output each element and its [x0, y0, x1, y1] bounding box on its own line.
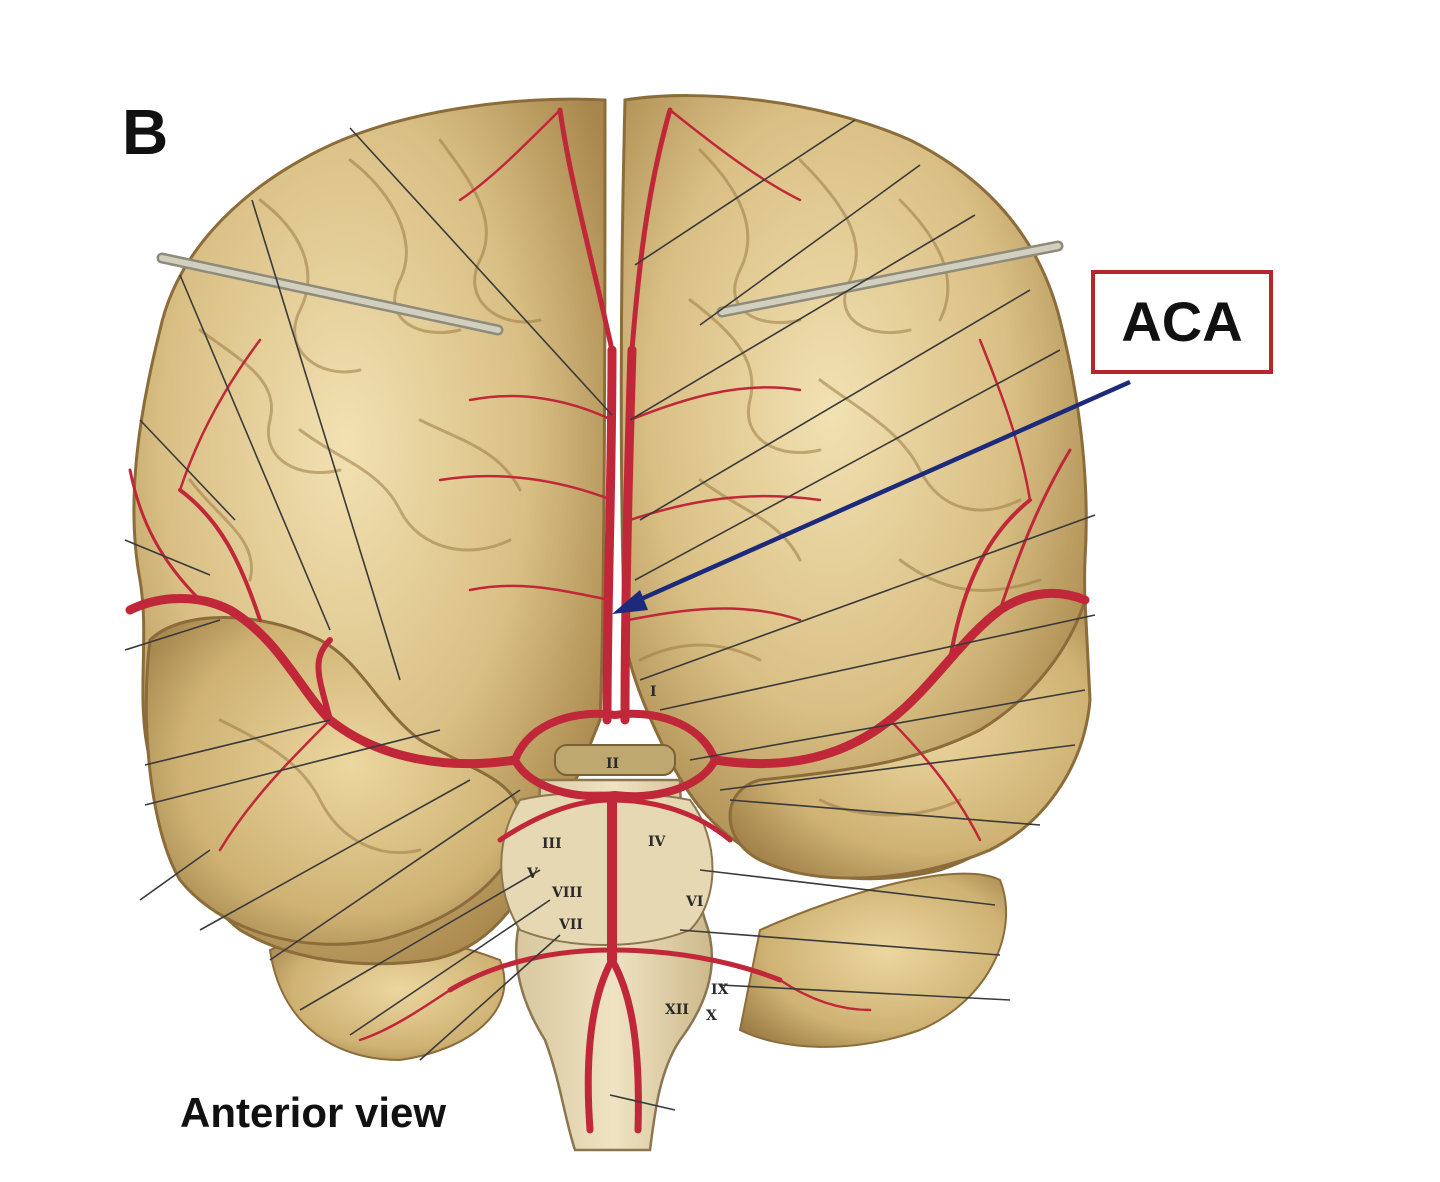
optic-chiasm — [554, 744, 676, 776]
sulci — [188, 138, 1042, 855]
nerve-label-vii: VII — [558, 917, 583, 933]
pointer-rods — [156, 240, 1064, 336]
nerve-label-viii: VIII — [551, 885, 583, 901]
leader-lines — [124, 119, 1096, 1111]
nerve-label-vi: VI — [685, 894, 703, 910]
nerve-label-ix: IX — [711, 982, 729, 998]
panel-letter: B — [122, 96, 169, 168]
nerve-label-iv: IV — [648, 834, 667, 850]
callout-arrow — [612, 379, 1131, 614]
nerve-label-xii: XII — [665, 1002, 689, 1018]
aca-callout-label: ACA — [1121, 290, 1243, 353]
view-caption: Anterior view — [180, 1089, 447, 1136]
cranial-nerve-labels: I II III IV V VIII VII VI IX XII X — [526, 684, 729, 1024]
nerve-label-ii: II — [606, 756, 619, 772]
nerve-label-i: I — [650, 684, 657, 700]
nerve-label-v: V — [526, 866, 539, 882]
cerebellum-right — [738, 872, 1008, 1048]
nerve-label-iii: III — [542, 836, 562, 852]
right-temporal-lobe — [728, 599, 1092, 880]
nerve-label-x: X — [706, 1008, 717, 1024]
aca-callout-box: ACA — [1091, 270, 1273, 374]
arteries — [125, 107, 1090, 1134]
